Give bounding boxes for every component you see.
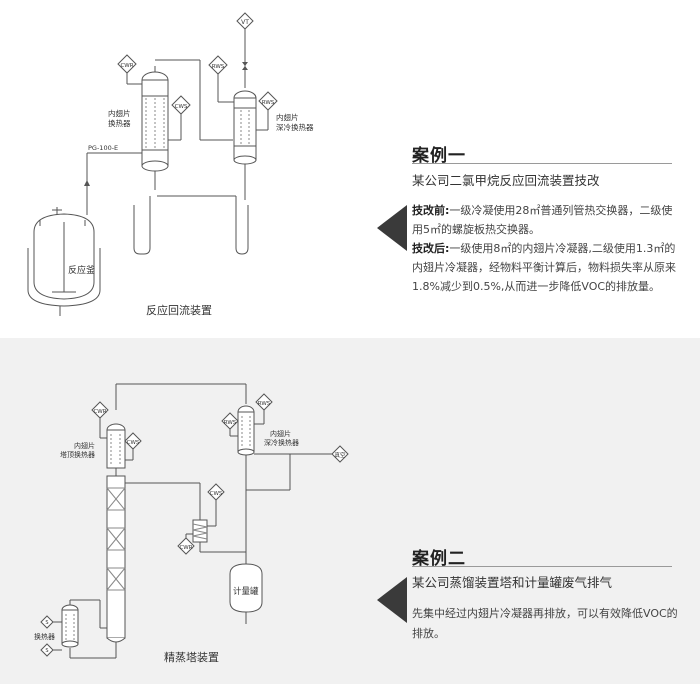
hx1-label-1: 内翅片 <box>108 108 131 118</box>
cws2-tag: CWS <box>207 483 225 501</box>
before-text: 一级冷凝使用28㎡普通列管热交换器，二级使用5㎡的螺旋板热交换器。 <box>412 204 673 236</box>
svg-text:S: S <box>45 648 48 654</box>
rws-tag-2: RWS <box>258 91 278 111</box>
hx-deep-label-1: 内翅片 <box>270 429 291 438</box>
before-label: 技改前: <box>412 204 450 217</box>
case2-title: 案例二 <box>412 549 466 569</box>
hx2-label-1: 内翅片 <box>276 112 299 122</box>
hx-top-label-1: 内翅片 <box>74 441 95 450</box>
case1-panel: VT CWR CWS 内翅片 换热器 <box>0 0 700 338</box>
vacuum-tag: 真空 <box>331 445 349 463</box>
pg-label: PG-100-E <box>88 144 118 152</box>
reboiler <box>61 604 79 648</box>
svg-text:S: S <box>45 620 48 626</box>
vt-tag: VT <box>236 12 254 30</box>
svg-text:RWS: RWS <box>262 100 275 106</box>
svg-text:VT: VT <box>241 19 249 26</box>
diagram-caption: 反应回流装置 <box>146 304 212 317</box>
svg-text:RWS: RWS <box>224 420 237 426</box>
svg-text:CWS: CWS <box>210 491 223 497</box>
case2-pointer-icon <box>377 577 407 623</box>
measuring-tank <box>229 563 263 624</box>
svg-text:CWS: CWS <box>127 440 140 446</box>
cws-tag: CWS <box>124 432 142 450</box>
case1-body: 技改前:一级冷凝使用28㎡普通列管热交换器，二级使用5㎡的螺旋板热交换器。 技改… <box>412 201 682 296</box>
after-text: 一级使用8㎡的内翅片冷凝器,二级使用1.3㎡的内翅片冷凝器，经物料平衡计算后，物… <box>412 242 676 293</box>
svg-text:RWS: RWS <box>212 64 225 70</box>
hx1-label-2: 换热器 <box>108 118 131 128</box>
svg-text:CWR: CWR <box>179 545 192 551</box>
rws-tag-1: RWS <box>221 412 239 430</box>
case1-title: 案例一 <box>412 146 466 166</box>
svg-text:CWR: CWR <box>93 409 106 415</box>
condenser-2 <box>233 90 257 165</box>
hx-top-label-2: 塔顶换热器 <box>60 450 95 459</box>
case2-divider <box>412 566 672 567</box>
tank-label: 计量罐 <box>233 586 259 597</box>
svg-text:CWS: CWS <box>175 104 188 110</box>
coil-condenser <box>192 519 208 543</box>
reactor-label: 反应釜 <box>68 264 95 276</box>
rws-tag-1: RWS <box>208 55 228 75</box>
cwr-tag: CWR <box>91 401 109 419</box>
distillation-diagram: CWR CWS 内翅片 塔顶换热器 CWS CWR <box>34 383 349 659</box>
case2-subtitle: 某公司蒸馏装置塔和计量罐废气排气 <box>412 575 613 590</box>
case1-subtitle: 某公司二氯甲烷反应回流装置技改 <box>412 173 600 188</box>
reactor-vessel <box>27 207 101 316</box>
after-label: 技改后: <box>412 242 450 255</box>
deep-cold-exchanger <box>237 405 255 456</box>
svg-text:RWS: RWS <box>258 401 271 407</box>
case2-body: 先集中经过内翅片冷凝器再排放，可以有效降低VOC的排放。 <box>412 607 678 640</box>
rws-tag-2: RWS <box>255 393 273 411</box>
case1-divider <box>412 163 672 164</box>
hx-deep-label-2: 深冷换热器 <box>264 438 299 447</box>
small-tag-1: S <box>40 615 54 629</box>
small-tag-2: S <box>40 643 54 657</box>
case1-pointer-icon <box>377 205 407 251</box>
reflux-diagram: VT CWR CWS 内翅片 换热器 <box>27 12 314 316</box>
cwr2-tag: CWR <box>177 537 195 555</box>
condenser-1 <box>141 71 169 172</box>
distillation-column <box>106 423 126 643</box>
reboiler-label: 换热器 <box>34 632 55 641</box>
svg-text:CWR: CWR <box>120 63 133 69</box>
case2-panel: CWR CWS 内翅片 塔顶换热器 CWS CWR <box>0 338 700 684</box>
cws-tag: CWS <box>171 95 191 115</box>
svg-text:真空: 真空 <box>334 451 346 459</box>
cwr-tag: CWR <box>117 54 137 74</box>
hx2-label-2: 深冷换热器 <box>276 122 314 132</box>
diagram-caption: 精蒸塔装置 <box>164 651 219 664</box>
